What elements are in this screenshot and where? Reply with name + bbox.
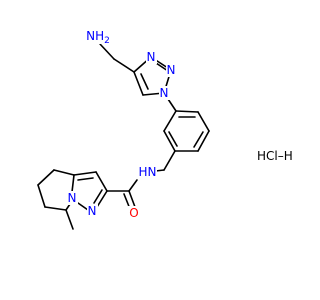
bond-benzene-ch2 [163, 150, 176, 171]
bond-pyrazole-n-n [77, 202, 89, 211]
bond-pyrazole-n-c2-double [93, 189, 103, 204]
amide-o-label: O [129, 206, 138, 220]
pyrazole-n2-label: N [88, 204, 97, 218]
bond-benzene-3-4-double [193, 131, 204, 148]
bond-nh2-ch2 [99, 43, 115, 60]
bonds [37, 43, 210, 230]
bond-pyrazole-c3-c3a-double [77, 177, 94, 181]
amide-n-label: N [148, 165, 157, 179]
bond-benzene-2-3 [197, 111, 210, 132]
bond-methyl [65, 209, 74, 230]
bond-benzene-5-6 [163, 130, 176, 152]
amine-label: NH2 [86, 29, 110, 46]
bond-benzene-3-4 [197, 130, 210, 152]
bond-pyrazole-c3a-n [71, 174, 75, 193]
salt-label: HCl–H [257, 149, 293, 163]
bond-ring-c6-c7 [44, 206, 67, 211]
bond-benzene-5-6-double [168, 131, 178, 147]
bond-amide-n-c [128, 179, 138, 192]
amide-h-label: H [138, 165, 147, 179]
bond-ch2-triazole [113, 58, 135, 73]
bond-ring-c4-c5 [37, 169, 55, 186]
triazole-n3-label: N [147, 50, 156, 64]
bond-c-o [128, 190, 136, 208]
atom-labels: NH2 N N N H N O N N HCl–H [67, 28, 293, 220]
bond-benzene-1-2 [175, 110, 199, 113]
pyrazole-n1-label: N [68, 191, 77, 205]
triazole-n2-label: N [167, 63, 176, 77]
bond-pyrazole-c2-c3 [95, 171, 108, 192]
bond-benzene-6-1 [163, 110, 177, 132]
molecule-diagram: NH2 N N N H N O N N HCl–H [37, 28, 293, 230]
bond-pyrazole-c3-c3a [73, 171, 97, 176]
bond-triazole-c5-c4 [133, 71, 144, 96]
bond-ring-c3a-c4 [53, 169, 75, 176]
bond-ring-c5-c6 [37, 184, 46, 208]
bond-triazole-c5-c4-double [140, 73, 149, 90]
triazole-n1-label: N [160, 86, 169, 100]
bond-pyrazole-n-c2 [96, 190, 108, 208]
